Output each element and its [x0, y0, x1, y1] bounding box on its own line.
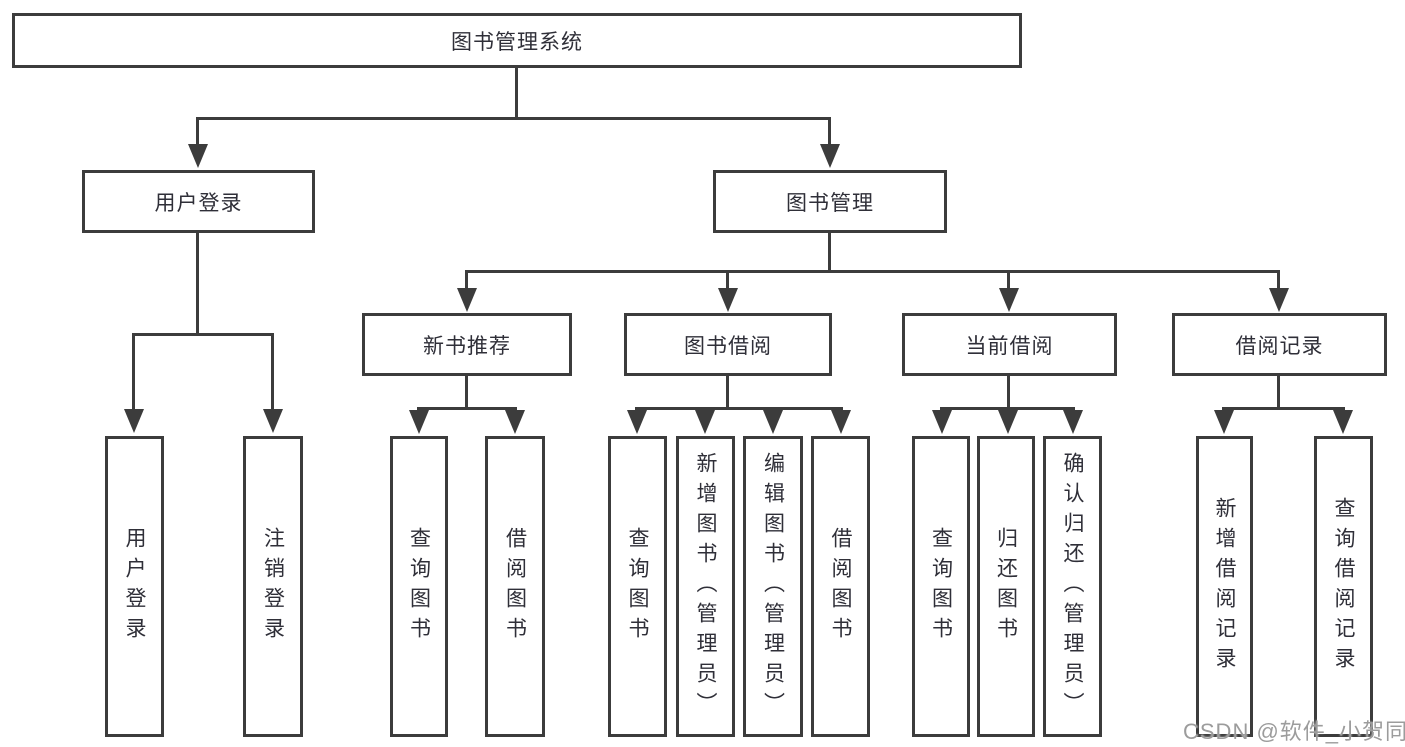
arrowhead	[188, 144, 208, 168]
arrowhead	[932, 410, 952, 434]
node-new-book-recommend: 新书推荐	[362, 313, 572, 376]
arrowhead	[1333, 410, 1353, 434]
arrow-shaft	[465, 270, 468, 290]
connector-hline	[635, 407, 843, 410]
connector-vline	[726, 376, 729, 410]
leaf-borrow-book-recommend: 借阅图书	[485, 436, 545, 737]
arrowhead	[718, 288, 738, 312]
arrowhead	[999, 288, 1019, 312]
leaf-return-book: 归还图书	[977, 436, 1035, 737]
connector-vline	[1007, 376, 1010, 410]
connector-hline	[1222, 407, 1345, 410]
arrowhead	[505, 410, 525, 434]
csdn-watermark: CSDN @软件_小贺同学	[1183, 719, 1405, 744]
arrowhead	[1214, 410, 1234, 434]
arrow-shaft	[196, 117, 199, 146]
node-root: 图书管理系统	[12, 13, 1022, 68]
arrowhead	[695, 410, 715, 434]
leaf-add-borrow-record: 新增借阅记录	[1196, 436, 1253, 737]
arrow-shaft	[828, 117, 831, 146]
arrowhead	[124, 409, 144, 433]
leaf-query-book-current: 查询图书	[912, 436, 970, 737]
arrowhead	[820, 144, 840, 168]
connector-vline	[196, 233, 199, 336]
node-current-borrow: 当前借阅	[902, 313, 1117, 376]
node-user-login: 用户登录	[82, 170, 315, 233]
arrow-shaft	[726, 270, 729, 290]
node-book-borrow: 图书借阅	[624, 313, 832, 376]
connector-vline	[1277, 376, 1280, 410]
leaf-query-book-borrow: 查询图书	[608, 436, 667, 737]
arrowhead	[457, 288, 477, 312]
leaf-query-borrow-record: 查询借阅记录	[1314, 436, 1373, 737]
leaf-confirm-return-admin: 确认归还（管理员）	[1043, 436, 1102, 737]
connector-vline	[465, 376, 468, 410]
leaf-borrow-book: 借阅图书	[811, 436, 870, 737]
leaf-user-login: 用户登录	[105, 436, 164, 737]
connector-hline	[465, 270, 1280, 273]
arrowhead	[998, 410, 1018, 434]
arrow-shaft	[1277, 270, 1280, 290]
arrowhead	[1063, 410, 1083, 434]
arrowhead	[763, 410, 783, 434]
arrow-shaft	[271, 333, 274, 411]
leaf-query-book-recommend: 查询图书	[390, 436, 448, 737]
arrow-shaft	[1007, 270, 1010, 290]
leaf-edit-book-admin: 编辑图书（管理员）	[743, 436, 803, 737]
connector-hline	[132, 333, 274, 336]
arrow-shaft	[132, 333, 135, 411]
node-borrow-record: 借阅记录	[1172, 313, 1387, 376]
connector-vline	[828, 233, 831, 273]
node-book-management: 图书管理	[713, 170, 947, 233]
arrowhead	[627, 410, 647, 434]
arrowhead	[263, 409, 283, 433]
leaf-add-book-admin: 新增图书（管理员）	[676, 436, 735, 737]
connector-vline	[515, 68, 518, 120]
leaf-logout: 注销登录	[243, 436, 303, 737]
connector-hline	[196, 117, 831, 120]
arrowhead	[1269, 288, 1289, 312]
arrowhead	[409, 410, 429, 434]
arrowhead	[831, 410, 851, 434]
connector-hline	[417, 407, 517, 410]
